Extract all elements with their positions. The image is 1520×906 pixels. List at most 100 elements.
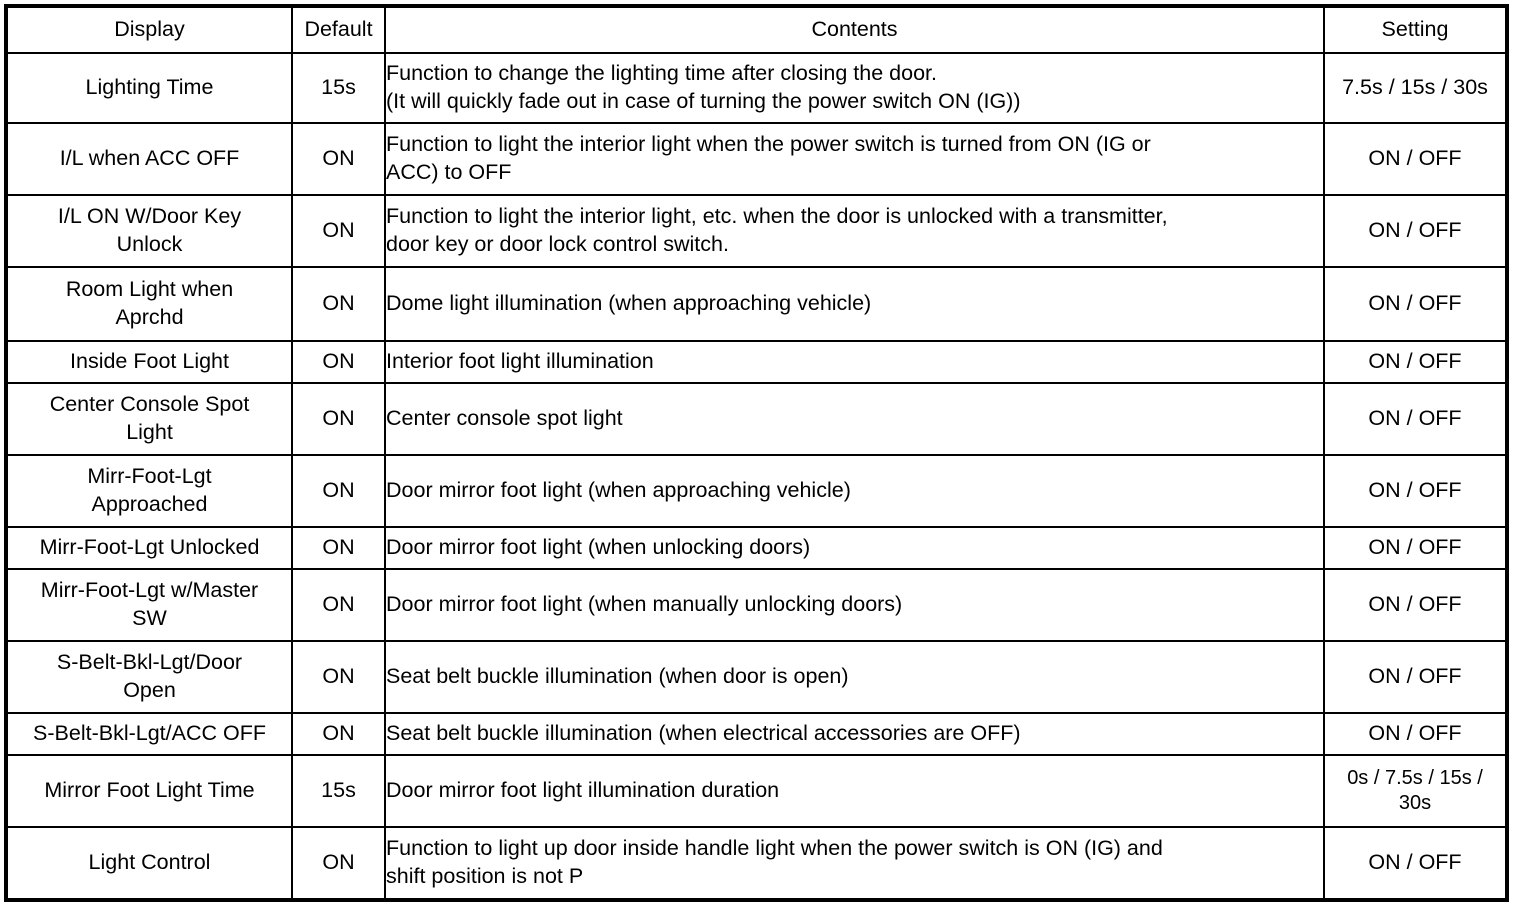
cell-setting: 0s / 7.5s / 15s / 30s <box>1323 754 1508 828</box>
cell-default: ON <box>291 712 386 756</box>
cell-display: I/L ON W/Door Key Unlock <box>5 194 293 268</box>
display-label: Room Light when <box>65 277 234 302</box>
cell-display: Mirr-Foot-Lgt Approached <box>5 454 293 528</box>
contents-line: Dome light illumination (when approachin… <box>386 291 872 316</box>
display-label: Mirr-Foot-Lgt Unlocked <box>39 535 260 560</box>
table-row: Center Console Spot Light ON Center cons… <box>5 382 1508 456</box>
cell-display: Inside Foot Light <box>5 340 293 384</box>
display-label: Inside Foot Light <box>70 349 229 374</box>
cell-default: 15s <box>291 754 386 828</box>
contents-line: Function to light the interior light whe… <box>386 132 1151 157</box>
setting-line: 30s <box>1398 792 1432 814</box>
contents-line: Function to change the lighting time aft… <box>386 61 937 86</box>
cell-contents: Function to light the interior light whe… <box>384 122 1325 196</box>
cell-contents: Door mirror foot light (when manually un… <box>384 568 1325 642</box>
cell-display: Center Console Spot Light <box>5 382 293 456</box>
cell-setting: ON / OFF <box>1323 382 1508 456</box>
cell-display: Mirror Foot Light Time <box>5 754 293 828</box>
table-row: I/L ON W/Door Key Unlock ON Function to … <box>5 194 1508 268</box>
table-row: Inside Foot Light ON Interior foot light… <box>5 340 1508 384</box>
display-label: Lighting Time <box>85 75 214 100</box>
display-label: Aprchd <box>115 305 184 329</box>
cell-default: ON <box>291 382 386 456</box>
cell-setting: ON / OFF <box>1323 454 1508 528</box>
setting-line: 0s / 7.5s / 15s / <box>1347 767 1483 789</box>
table-row: Room Light when Aprchd ON Dome light ill… <box>5 266 1508 342</box>
display-label: Mirr-Foot-Lgt <box>87 464 212 489</box>
cell-default: 15s <box>291 52 386 124</box>
cell-setting: ON / OFF <box>1323 194 1508 268</box>
contents-line: shift position is not P <box>386 864 584 888</box>
cell-setting: 7.5s / 15s / 30s <box>1323 52 1508 124</box>
cell-display: S-Belt-Bkl-Lgt/ACC OFF <box>5 712 293 756</box>
header-row: Display Default Contents Setting <box>5 5 1508 54</box>
cell-setting: ON / OFF <box>1323 826 1508 901</box>
cell-setting: ON / OFF <box>1323 340 1508 384</box>
table-header: Display Default Contents Setting <box>5 5 1508 54</box>
contents-line: Seat belt buckle illumination (when elec… <box>386 721 1021 746</box>
contents-line: door key or door lock control switch. <box>386 232 729 256</box>
display-label: S-Belt-Bkl-Lgt/Door <box>56 650 243 675</box>
cell-contents: Door mirror foot light (when approaching… <box>384 454 1325 528</box>
cell-default: ON <box>291 568 386 642</box>
cell-default: ON <box>291 266 386 342</box>
cell-contents: Center console spot light <box>384 382 1325 456</box>
contents-line: Door mirror foot light (when approaching… <box>386 478 851 503</box>
cell-setting: ON / OFF <box>1323 568 1508 642</box>
table-row: S-Belt-Bkl-Lgt/ACC OFF ON Seat belt buck… <box>5 712 1508 756</box>
table-row: S-Belt-Bkl-Lgt/Door Open ON Seat belt bu… <box>5 640 1508 714</box>
cell-default: ON <box>291 194 386 268</box>
cell-contents: Door mirror foot light (when unlocking d… <box>384 526 1325 570</box>
cell-setting: ON / OFF <box>1323 526 1508 570</box>
cell-display: I/L when ACC OFF <box>5 122 293 196</box>
display-label: Light Control <box>88 850 211 875</box>
contents-line: Function to light up door inside handle … <box>386 836 1163 861</box>
cell-default: ON <box>291 826 386 901</box>
cell-default: ON <box>291 526 386 570</box>
cell-contents: Door mirror foot light illumination dura… <box>384 754 1325 828</box>
display-label: Approached <box>91 492 208 516</box>
cell-contents: Function to light up door inside handle … <box>384 826 1325 901</box>
table-body: Lighting Time 15s Function to change the… <box>5 52 1508 901</box>
contents-line: Center console spot light <box>386 406 623 431</box>
column-header-display: Display <box>5 5 293 54</box>
cell-display: Mirr-Foot-Lgt Unlocked <box>5 526 293 570</box>
contents-line: (It will quickly fade out in case of tur… <box>386 89 1021 113</box>
contents-line: Door mirror foot light illumination dura… <box>386 778 780 803</box>
contents-line: ACC) to OFF <box>386 160 512 184</box>
cell-default: ON <box>291 454 386 528</box>
contents-line: Function to light the interior light, et… <box>386 204 1168 229</box>
cell-setting: ON / OFF <box>1323 712 1508 756</box>
cell-setting: ON / OFF <box>1323 640 1508 714</box>
cell-contents: Dome light illumination (when approachin… <box>384 266 1325 342</box>
table-row: Lighting Time 15s Function to change the… <box>5 52 1508 124</box>
cell-setting: ON / OFF <box>1323 266 1508 342</box>
cell-contents: Seat belt buckle illumination (when elec… <box>384 712 1325 756</box>
display-label: Open <box>123 678 176 702</box>
contents-line: Seat belt buckle illumination (when door… <box>386 664 849 689</box>
cell-default: ON <box>291 122 386 196</box>
display-label: Light <box>126 420 173 444</box>
cell-contents: Seat belt buckle illumination (when door… <box>384 640 1325 714</box>
column-header-default: Default <box>291 5 386 54</box>
table-row: Mirr-Foot-Lgt Unlocked ON Door mirror fo… <box>5 526 1508 570</box>
cell-display: Mirr-Foot-Lgt w/Master SW <box>5 568 293 642</box>
column-header-contents: Contents <box>384 5 1325 54</box>
display-label: Mirror Foot Light Time <box>44 778 255 803</box>
table-row: Mirr-Foot-Lgt Approached ON Door mirror … <box>5 454 1508 528</box>
display-label: Unlock <box>116 232 183 256</box>
table-row: Light Control ON Function to light up do… <box>5 826 1508 901</box>
table-row: I/L when ACC OFF ON Function to light th… <box>5 122 1508 196</box>
display-label: I/L when ACC OFF <box>59 146 240 171</box>
cell-contents: Function to change the lighting time aft… <box>384 52 1325 124</box>
table-row: Mirror Foot Light Time 15s Door mirror f… <box>5 754 1508 828</box>
display-label: I/L ON W/Door Key <box>57 204 242 229</box>
table-row: Mirr-Foot-Lgt w/Master SW ON Door mirror… <box>5 568 1508 642</box>
display-label: Mirr-Foot-Lgt w/Master <box>40 578 259 603</box>
cell-default: ON <box>291 640 386 714</box>
display-label: SW <box>132 606 167 630</box>
cell-display: S-Belt-Bkl-Lgt/Door Open <box>5 640 293 714</box>
contents-line: Door mirror foot light (when manually un… <box>386 592 903 617</box>
column-header-setting: Setting <box>1323 5 1508 54</box>
